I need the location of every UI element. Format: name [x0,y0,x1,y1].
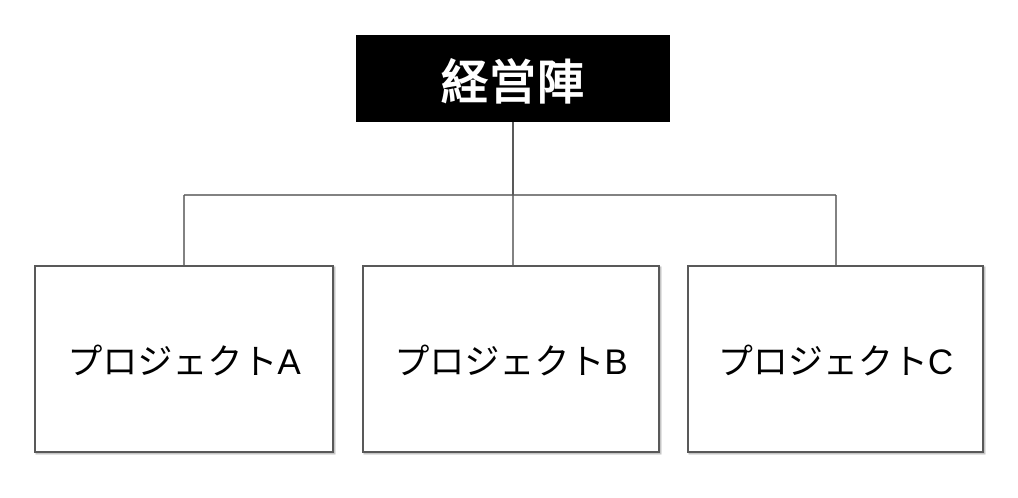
child-node-project-c: プロジェクトC [687,265,984,453]
child-node-label: プロジェクトC [717,342,954,382]
root-node-management: 経営陣 [356,35,670,122]
root-node-label: 経営陣 [441,56,585,109]
child-node-project-a: プロジェクトA [34,265,334,453]
child-node-project-b: プロジェクトB [362,265,660,453]
child-node-label: プロジェクトB [394,342,628,382]
child-node-label: プロジェクトA [67,342,301,382]
